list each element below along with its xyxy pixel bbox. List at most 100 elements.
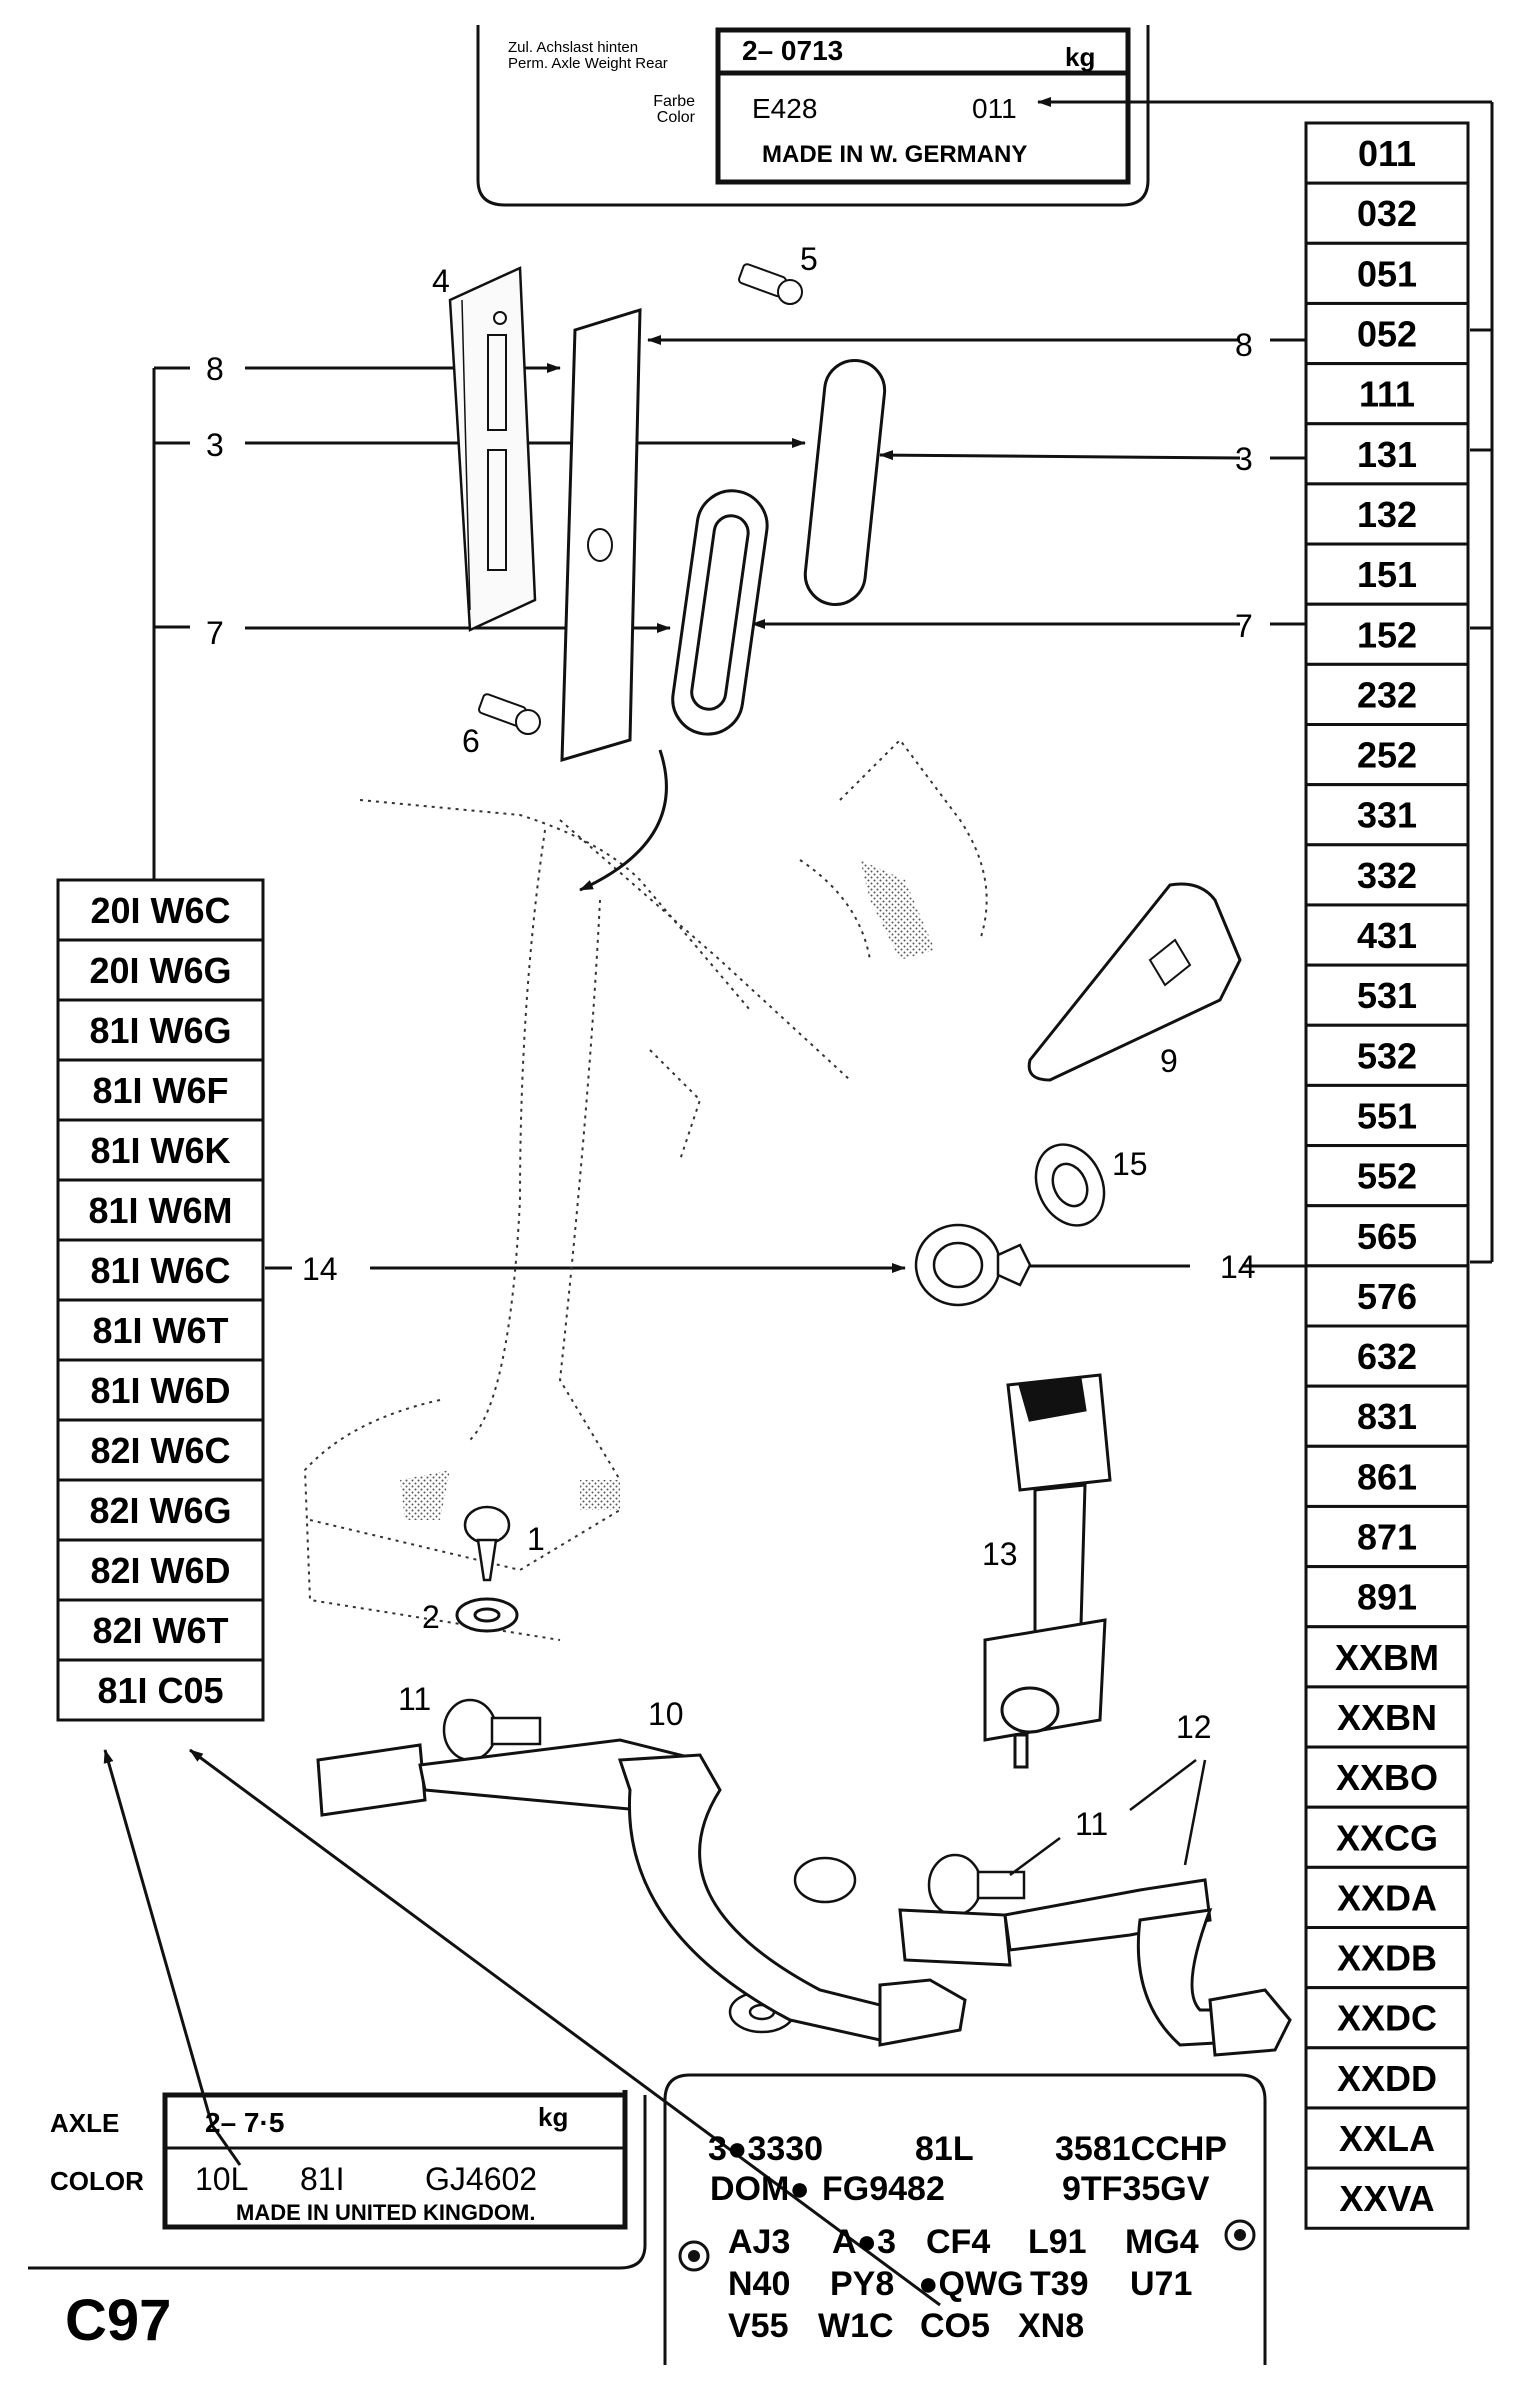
left-code-cell [56, 1058, 265, 1122]
left-code-cell [56, 1658, 265, 1722]
top-axle-value: 2– 0713 [742, 35, 843, 66]
part-11-bolt-right [927, 1853, 1026, 1917]
left-code-cell [56, 1178, 265, 1242]
right-code-cell [1304, 783, 1470, 847]
bottom-left-plate: AXLE 2– 7·5 kg COLOR 10L 81I GJ4602 MADE… [28, 2090, 647, 2270]
callout-3-left: 3 [206, 427, 224, 463]
right-code-cell [1304, 2046, 1470, 2110]
part-11-bolt-left [442, 1698, 542, 1762]
right-code-text: 891 [1357, 1577, 1417, 1618]
top-color-label-de: Farbe [653, 93, 695, 110]
left-code-text: 81I W6F [92, 1070, 228, 1111]
right-table-connector [1037, 97, 1494, 1264]
plate-code: 3●3330 [708, 2130, 823, 2168]
right-code-cell [1304, 1264, 1470, 1328]
right-code-text: 051 [1357, 253, 1417, 294]
right-code-text: 552 [1357, 1156, 1417, 1197]
right-code-text: 551 [1357, 1095, 1417, 1136]
plate-code: T39 [1030, 2265, 1089, 2303]
right-code-cell [1304, 723, 1470, 787]
top-axle-label-de: Zul. Achslast hinten [508, 39, 638, 56]
top-made-in: MADE IN W. GERMANY [762, 141, 1027, 168]
right-code-cell [1304, 1144, 1470, 1208]
plate-code: PY8 [830, 2265, 894, 2303]
color-number: 81I [300, 2161, 344, 2197]
right-code-cell [1304, 662, 1470, 726]
right-code-text: XXLA [1339, 2118, 1435, 2159]
left-code-text: 82I W6C [90, 1430, 230, 1471]
plate-code: XN8 [1018, 2307, 1084, 2345]
right-code-cell [1304, 1324, 1470, 1388]
right-code-cell [1304, 963, 1470, 1027]
right-code-cell [1304, 301, 1470, 366]
right-code-cell [1304, 1625, 1470, 1689]
leader-arrows [245, 335, 1305, 1273]
left-code-text: 81I W6M [88, 1190, 232, 1231]
part-1-screw [463, 1505, 511, 1582]
plate-code: U71 [1130, 2265, 1192, 2303]
right-code-text: 111 [1359, 374, 1415, 415]
right-code-text: 565 [1357, 1216, 1417, 1257]
plate-code: MG4 [1125, 2223, 1199, 2261]
part-9-adjuster-cover [1027, 882, 1242, 1082]
callout-14-right: 14 [1220, 1249, 1256, 1285]
axle-unit: kg [538, 2102, 568, 2132]
plate-code: W1C [818, 2307, 894, 2345]
part-14-button [914, 1223, 1032, 1307]
left-code-cell [56, 998, 265, 1062]
part-6-screw [478, 693, 541, 735]
right-code-cell [1304, 181, 1470, 245]
plate-code: CO5 [920, 2307, 990, 2345]
right-code-text: 011 [1358, 133, 1416, 174]
right-code-text: 151 [1357, 554, 1417, 595]
right-code-text: 532 [1357, 1035, 1417, 1076]
left-code-text: 81I W6C [90, 1250, 230, 1291]
callout-3-right: 3 [1235, 441, 1253, 477]
right-code-text: 431 [1357, 915, 1417, 956]
plate-code: FG9482 [822, 2170, 945, 2208]
plate-code: N40 [728, 2265, 790, 2303]
part-5-screw [738, 263, 803, 305]
right-code-table: 0110320510521111311321511522322523313324… [1304, 121, 1470, 2230]
top-color-number: 011 [972, 93, 1017, 124]
callout-11-left: 11 [398, 1681, 431, 1717]
plate-code: 3581CCHP [1055, 2130, 1227, 2168]
right-code-cell [1304, 482, 1470, 546]
uk-made-in: MADE IN UNITED KINGDOM. [236, 2200, 535, 2225]
body-stipple [400, 860, 935, 1520]
plate-arrows [103, 1748, 941, 2307]
part-7-guide-frame [671, 489, 769, 736]
part-3-cover-cap [803, 359, 887, 606]
left-code-cell [56, 938, 265, 1002]
right-code-cell [1304, 1504, 1470, 1569]
right-code-text: 831 [1357, 1396, 1417, 1437]
body-outline [303, 738, 988, 1641]
plate-code: V55 [728, 2307, 789, 2345]
callout-5: 5 [800, 241, 818, 277]
callout-7-left: 7 [206, 615, 224, 651]
right-code-text: 032 [1357, 193, 1417, 234]
right-code-text: 861 [1357, 1456, 1417, 1497]
part-13-buckle [983, 1373, 1112, 1769]
callout-7-right: 7 [1235, 608, 1253, 644]
part-12-leaders [1009, 1759, 1207, 1877]
top-axle-unit: kg [1065, 42, 1095, 72]
right-code-text: XXDB [1337, 1938, 1437, 1979]
part-15-clip [1034, 1143, 1106, 1227]
right-code-text: 331 [1357, 795, 1417, 836]
right-code-text: XXBO [1336, 1757, 1438, 1798]
plate-code: CF4 [926, 2223, 990, 2261]
left-code-cell [56, 1478, 265, 1542]
left-code-cell [56, 1358, 265, 1422]
plate-code: 81L [915, 2130, 974, 2168]
part-2-washer [455, 1597, 519, 1633]
left-code-text: 81I W6T [92, 1310, 228, 1351]
right-code-text: XXDD [1337, 2058, 1437, 2099]
right-code-cell [1304, 2166, 1470, 2230]
plate-code: DOM● [710, 2170, 810, 2208]
left-code-cell [56, 1418, 265, 1482]
right-code-cell [1304, 1745, 1470, 1809]
callout-11-right: 11 [1075, 1806, 1108, 1842]
left-code-cell [56, 1538, 265, 1602]
